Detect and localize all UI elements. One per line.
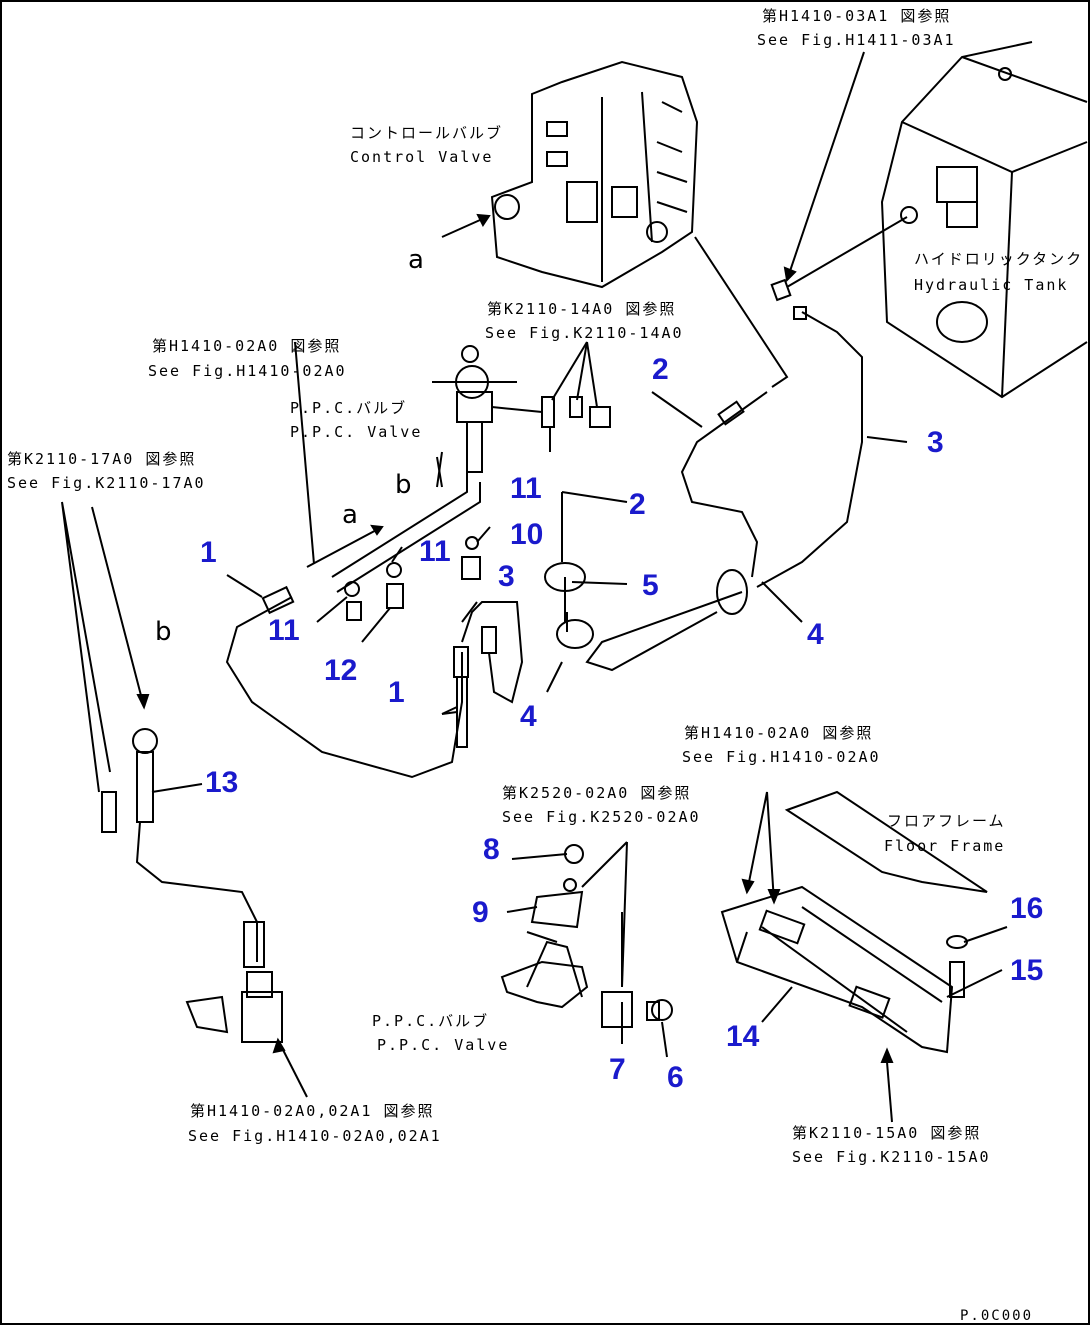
callout-11: 11 xyxy=(268,614,300,647)
ref-k2110-14a0-jp: 第K2110-14A0 図参照 xyxy=(487,300,677,318)
callout-2: 2 xyxy=(652,353,669,386)
callout-11: 11 xyxy=(419,535,451,568)
callout-5: 5 xyxy=(642,569,659,602)
ref-h1410-02a0-jp: 第H1410-02A0 図参照 xyxy=(152,337,342,355)
floor-frame-label-en: Floor Frame xyxy=(884,837,1006,855)
callout-1: 1 xyxy=(200,536,217,569)
callout-12: 12 xyxy=(324,654,358,687)
callout-7: 7 xyxy=(609,1053,626,1086)
callout-3: 3 xyxy=(927,426,944,459)
drawing-code: P.0C000 xyxy=(960,1308,1034,1324)
callout-9: 9 xyxy=(472,896,489,929)
ref-k2110-14a0-en: See Fig.K2110-14A0 xyxy=(485,324,684,342)
ref-h1410-03a1-en: See Fig.H1411-03A1 xyxy=(757,31,956,49)
floor-frame-label-jp: フロアフレーム xyxy=(887,812,1006,830)
hydraulic-tank-label-en: Hydraulic Tank xyxy=(914,276,1069,294)
callout-10: 10 xyxy=(510,518,544,551)
callout-16: 16 xyxy=(1010,892,1044,925)
ref-k2520-02a0-jp: 第K2520-02A0 図参照 xyxy=(502,784,692,802)
ppc-valve-bottom-drawing xyxy=(500,940,673,1028)
callout-2: 2 xyxy=(629,488,646,521)
callout-11: 11 xyxy=(510,472,542,505)
ref-k2110-15a0-en: See Fig.K2110-15A0 xyxy=(792,1148,991,1166)
ref-k2110-15a0-jp: 第K2110-15A0 図参照 xyxy=(792,1124,982,1142)
callout-8: 8 xyxy=(483,833,500,866)
callout-15: 15 xyxy=(1010,954,1044,987)
ref-h1410-03a1-jp: 第H1410-03A1 図参照 xyxy=(762,7,952,25)
control-valve-drawing xyxy=(490,60,699,289)
ref-h1410-02a0-b-en: See Fig.H1410-02A0 xyxy=(682,748,881,766)
ref-h1410-02a1-en: See Fig.H1410-02A0,02A1 xyxy=(188,1127,442,1145)
connection-letter-a: a xyxy=(342,500,358,530)
callout-6: 6 xyxy=(667,1061,684,1094)
ppc-valve-label-jp: P.P.C.バルブ xyxy=(290,399,408,417)
ref-k2520-02a0-en: See Fig.K2520-02A0 xyxy=(502,808,701,826)
ppc-valve-label-en: P.P.C. Valve xyxy=(290,423,423,441)
ref-h1410-02a1-jp: 第H1410-02A0,02A1 図参照 xyxy=(190,1102,435,1120)
control-valve-label-jp: コントロールバルブ xyxy=(350,124,504,142)
callout-1: 1 xyxy=(388,676,405,709)
ref-h1410-02a0-b-jp: 第H1410-02A0 図参照 xyxy=(684,724,874,742)
callout-13: 13 xyxy=(205,766,239,799)
callout-14: 14 xyxy=(726,1020,760,1053)
connection-letter-a: a xyxy=(408,245,424,275)
ref-k2110-17a0-jp: 第K2110-17A0 図参照 xyxy=(7,450,197,468)
hydraulic-tank-drawing xyxy=(880,41,1088,399)
connection-letter-b: b xyxy=(155,617,172,647)
control-valve-label-en: Control Valve xyxy=(350,148,494,166)
connection-letter-b: b xyxy=(395,470,412,500)
ref-h1410-02a0-en: See Fig.H1410-02A0 xyxy=(148,362,347,380)
hydraulic-tank-label-jp: ハイドロリックタンク xyxy=(914,250,1084,268)
callout-4: 4 xyxy=(807,618,824,651)
ref-k2110-17a0-en: See Fig.K2110-17A0 xyxy=(7,474,206,492)
callout-4: 4 xyxy=(520,700,537,733)
ppc-valve-bottom-label-jp: P.P.C.バルブ xyxy=(372,1012,490,1030)
callout-3: 3 xyxy=(498,560,515,593)
ppc-valve-top-drawing xyxy=(432,345,543,473)
ppc-valve-bottom-label-en: P.P.C. Valve xyxy=(377,1036,510,1054)
